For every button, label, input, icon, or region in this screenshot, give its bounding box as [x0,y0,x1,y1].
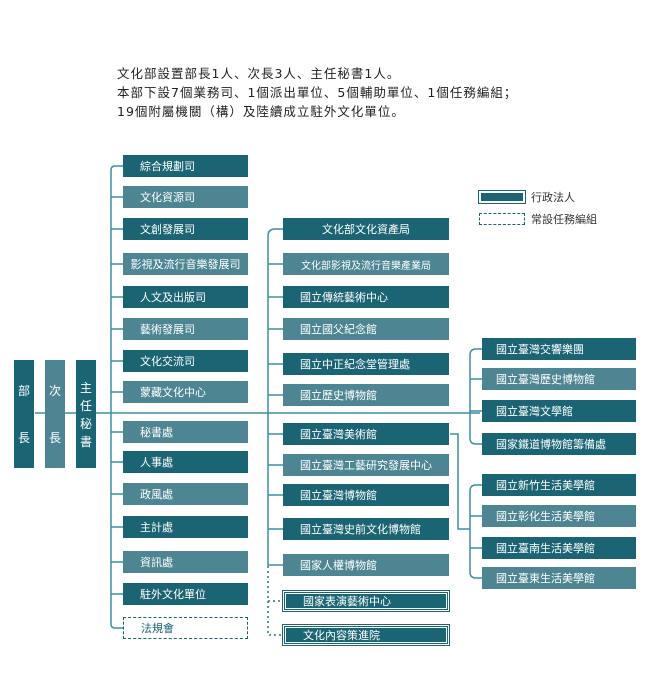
intro-line-2: 本部下設7個業務司、1個派出單位、5個輔助單位、1個任務編組； [117,85,518,100]
dept-mongolian-tibetan-center[interactable]: 蒙藏文化中心 [123,381,248,403]
agency-hsinchu-living-arts[interactable]: 國立新竹生活美學館 [482,474,636,496]
agency-chiang-kai-shek-memorial[interactable]: 國立中正紀念堂管理處 [283,353,449,375]
agency-symphony-orchestra[interactable]: 國立臺灣交響樂團 [482,338,636,360]
agency-taiwan-museum[interactable]: 國立臺灣博物館 [283,484,449,506]
agency-fine-arts-museum[interactable]: 國立臺灣美術館 [283,423,449,445]
unit-ethics[interactable]: 政風處 [123,483,248,505]
dept-humanities-publishing[interactable]: 人文及出版司 [123,286,248,308]
secretary-char-3: 秘 [79,416,92,431]
legend-task-force-swatch [479,213,525,225]
deputy-char-2: 長 [48,431,61,445]
minister-box[interactable]: 部 長 [14,360,34,468]
unit-information[interactable]: 資訊處 [123,551,248,573]
left-column-bracket [110,165,123,629]
deputy-minister-box[interactable]: 次 長 [45,360,65,468]
legal-entity-performing-arts[interactable]: 國家表演藝術中心 [282,590,450,612]
middle-column-bracket [267,228,283,566]
legend-legal-entity: 行政法人 [478,189,575,205]
agency-taitung-living-arts[interactable]: 國立臺東生活美學館 [482,567,636,589]
minister-char-1: 部 [17,384,30,398]
agency-sun-yat-sen-memorial[interactable]: 國立國父紀念館 [283,318,449,340]
legend-task-force: 常設任務編組 [479,211,597,227]
minister-char-2: 長 [17,431,30,445]
secretary-char-2: 任 [79,398,92,413]
legal-entity-content-agency[interactable]: 文化內容策進院 [282,624,450,646]
intro-text: 文化部設置部長1人、次長3人、主任秘書1人。 本部下設7個業務司、1個派出單位、… [117,64,517,121]
agency-prehistory-museum[interactable]: 國立臺灣史前文化博物館 [283,518,449,540]
legal-entity-dotted-link-1 [267,566,283,602]
intro-line-1: 文化部設置部長1人、次長3人、主任秘書1人。 [117,66,401,81]
agency-traditional-arts-center[interactable]: 國立傳統藝術中心 [283,286,449,308]
agency-changhua-living-arts[interactable]: 國立彰化生活美學館 [482,505,636,527]
intro-line-3: 19個附屬機關（構）及陸續成立駐外文化單位。 [117,104,405,119]
dept-cultural-exchange[interactable]: 文化交流司 [123,350,248,372]
task-group-legal[interactable]: 法規會 [123,617,248,639]
agency-cultural-heritage-bureau[interactable]: 文化部文化資產局 [283,218,449,240]
agency-craft-research-center[interactable]: 國立臺灣工藝研究發展中心 [283,454,449,476]
dept-planning[interactable]: 綜合規劃司 [123,155,248,177]
unit-accounting[interactable]: 主計處 [123,516,248,538]
dept-arts-development[interactable]: 藝術發展司 [123,318,248,340]
dept-film-music[interactable]: 影視及流行音樂發展司 [123,253,248,275]
agency-railway-museum-preparatory[interactable]: 國家鐵道博物館籌備處 [482,433,636,455]
right-group1-bracket [469,348,482,445]
agency-human-rights-museum[interactable]: 國家人權博物館 [283,554,449,576]
unit-secretariat[interactable]: 秘書處 [123,421,248,443]
secretary-char-4: 書 [79,434,92,449]
agency-taiwan-history-museum[interactable]: 國立臺灣歷史博物館 [482,368,636,390]
agency-tainan-living-arts[interactable]: 國立臺南生活美學館 [482,537,636,559]
secretary-char-1: 主 [79,380,92,395]
legend-legal-entity-swatch [478,190,526,204]
deputy-char-1: 次 [48,384,61,398]
group2-link [450,433,466,530]
unit-overseas-offices[interactable]: 駐外文化單位 [123,583,248,605]
unit-personnel[interactable]: 人事處 [123,451,248,473]
agency-film-music-bureau[interactable]: 文化部影視及流行音樂產業局 [283,253,449,275]
legend-legal-entity-label: 行政法人 [531,191,575,204]
chief-secretary-box[interactable]: 主 任 秘 書 [76,360,96,468]
agency-literature-museum[interactable]: 國立臺灣文學館 [482,400,636,422]
dept-creative-industry[interactable]: 文創發展司 [123,218,248,240]
legal-entity-dotted-link-2 [267,601,283,636]
right-group2-bracket [469,484,482,579]
dept-cultural-resources[interactable]: 文化資源司 [123,186,248,208]
agency-history-museum[interactable]: 國立歷史博物館 [283,384,449,406]
legend-task-force-label: 常設任務編組 [531,213,597,226]
